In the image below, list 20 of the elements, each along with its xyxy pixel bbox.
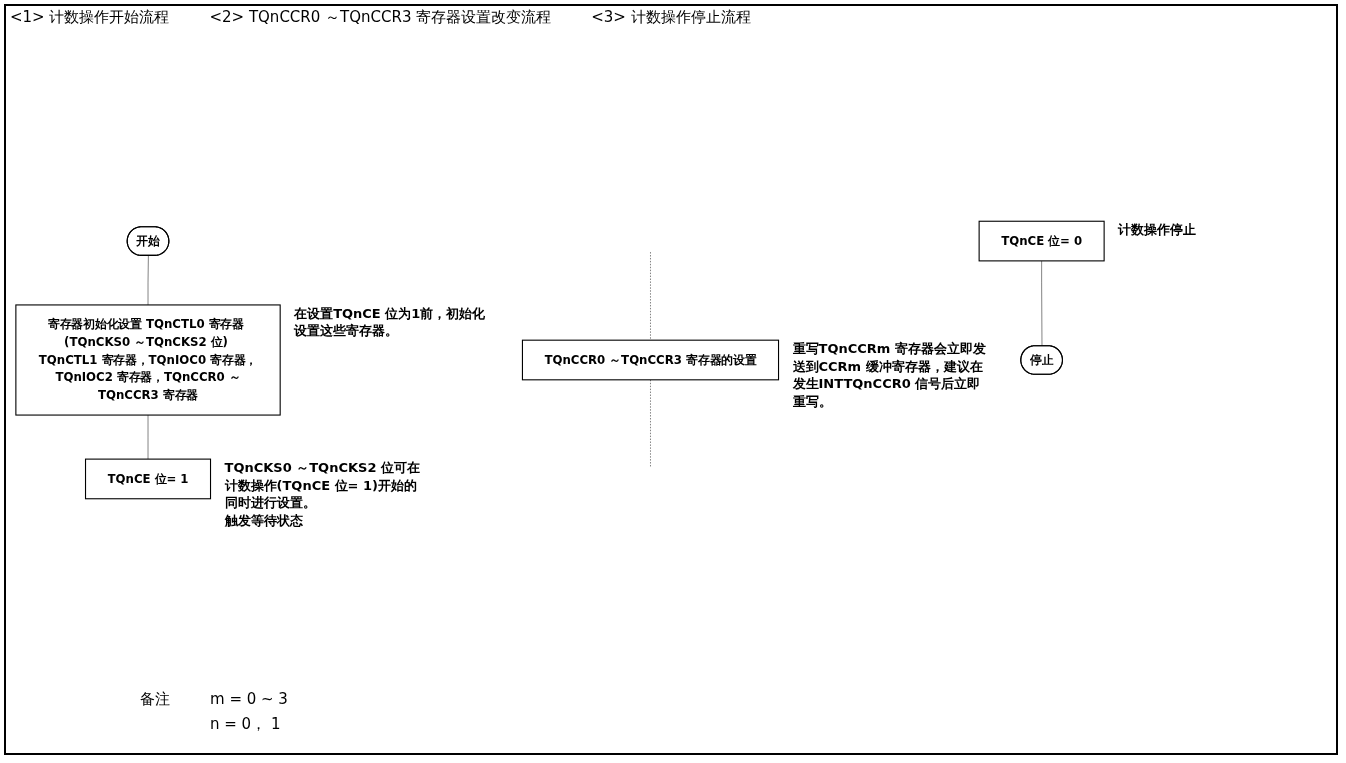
connector — [147, 255, 149, 306]
annotation-text: TQnCKS0 ～TQnCKS2 位可在计数操作(TQnCE 位= 1)开始的同时进行设置。 — [224, 459, 421, 512]
connector — [650, 379, 651, 469]
section-heading: <3> 计数操作停止流程 — [591, 8, 751, 27]
annotation-text: 触发等待状态 — [224, 511, 304, 530]
section-heading: <2> TQnCCR0 ～TQnCCR3 寄存器设置改变流程 — [209, 8, 552, 27]
node-box: 寄存器初始化设置 TQnCTL0 寄存器 (TQnCKS0 ～TQnCKS2 位) TQnCTL1 寄存器，TQnIOC0 寄存器，TQnIOC2 寄存器，TQnCCR0 ～TQnCCR3 寄存器 — [15, 304, 281, 416]
section-heading: <1> 计数操作开始流程 — [10, 8, 170, 27]
node-box: TQnCE 位= 0 — [978, 220, 1105, 262]
note-label: 备注 — [140, 690, 170, 709]
note-text: m = 0 ~ 3 — [210, 690, 288, 709]
connector — [1041, 260, 1043, 347]
connector — [650, 251, 651, 341]
node-box: TQnCCR0 ～TQnCCR3 寄存器的设置 — [521, 339, 780, 381]
annotation-text: 计数操作停止 — [1118, 221, 1198, 239]
annotation-text: 重写TQnCCRm 寄存器会立即发送到CCRm 缓冲寄存器，建议在发生INTTQnCCR0 信号后立即重写。 — [792, 340, 987, 411]
node-box: TQnCE 位= 1 — [84, 458, 212, 500]
note-text: n = 0， 1 — [210, 715, 282, 734]
connector — [147, 414, 149, 460]
annotation-text: 在设置TQnCE 位为1前，初始化设置这些寄存器。 — [294, 304, 487, 341]
